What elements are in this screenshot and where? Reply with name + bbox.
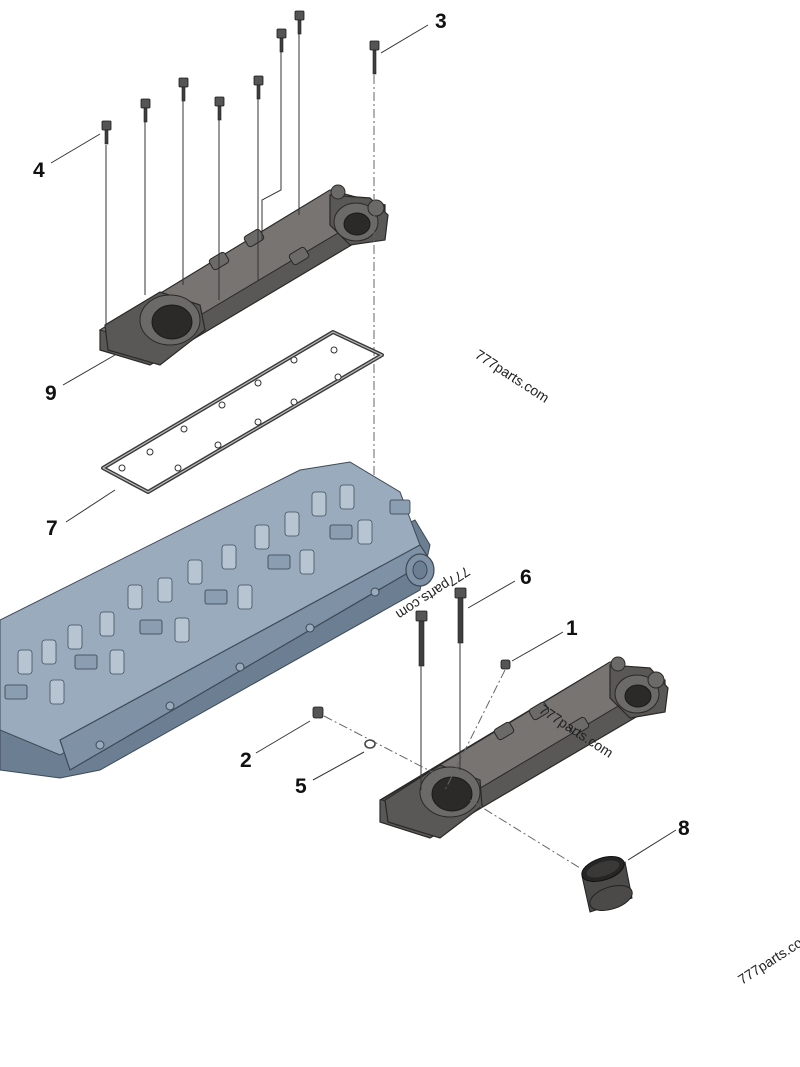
long-bolt: [415, 610, 428, 667]
bolt: [178, 77, 189, 102]
rocker-pedestals: [4, 499, 411, 700]
bolt: [294, 10, 305, 35]
callout-labels: 3 4 9 7 6 1 2 5 8: [33, 10, 690, 840]
callout-2: 2: [240, 749, 252, 772]
upper-manifold-part: [98, 184, 389, 366]
bolt: [101, 120, 112, 145]
callout-7: 7: [46, 517, 58, 540]
long-bolt: [369, 40, 380, 75]
lower-manifold-part: [379, 656, 669, 839]
cylinder-head: [0, 461, 435, 779]
watermark-text: 777parts.com: [472, 346, 552, 406]
callout-1: 1: [566, 617, 578, 640]
upper-bolt-set: [101, 10, 380, 145]
watermark-text: 777parts.com: [735, 928, 800, 988]
callout-5: 5: [295, 775, 307, 798]
bolt: [253, 75, 264, 100]
lower-bolt-set: [415, 587, 467, 790]
callout-6: 6: [520, 566, 532, 589]
o-ring-part: [364, 739, 376, 749]
leader-lines: [50, 24, 677, 861]
valve-train: [17, 484, 373, 705]
long-bolt: [454, 587, 467, 644]
bolt: [140, 98, 151, 123]
callout-4: 4: [33, 159, 45, 182]
bolt: [276, 28, 287, 53]
plug-part: [312, 706, 439, 776]
plug-part: [444, 659, 511, 791]
bolt: [214, 96, 225, 121]
callout-3: 3: [435, 10, 447, 33]
sleeve-part: [469, 799, 633, 913]
gasket-part: [101, 330, 384, 494]
callout-8: 8: [678, 817, 690, 840]
callout-9: 9: [45, 382, 57, 405]
